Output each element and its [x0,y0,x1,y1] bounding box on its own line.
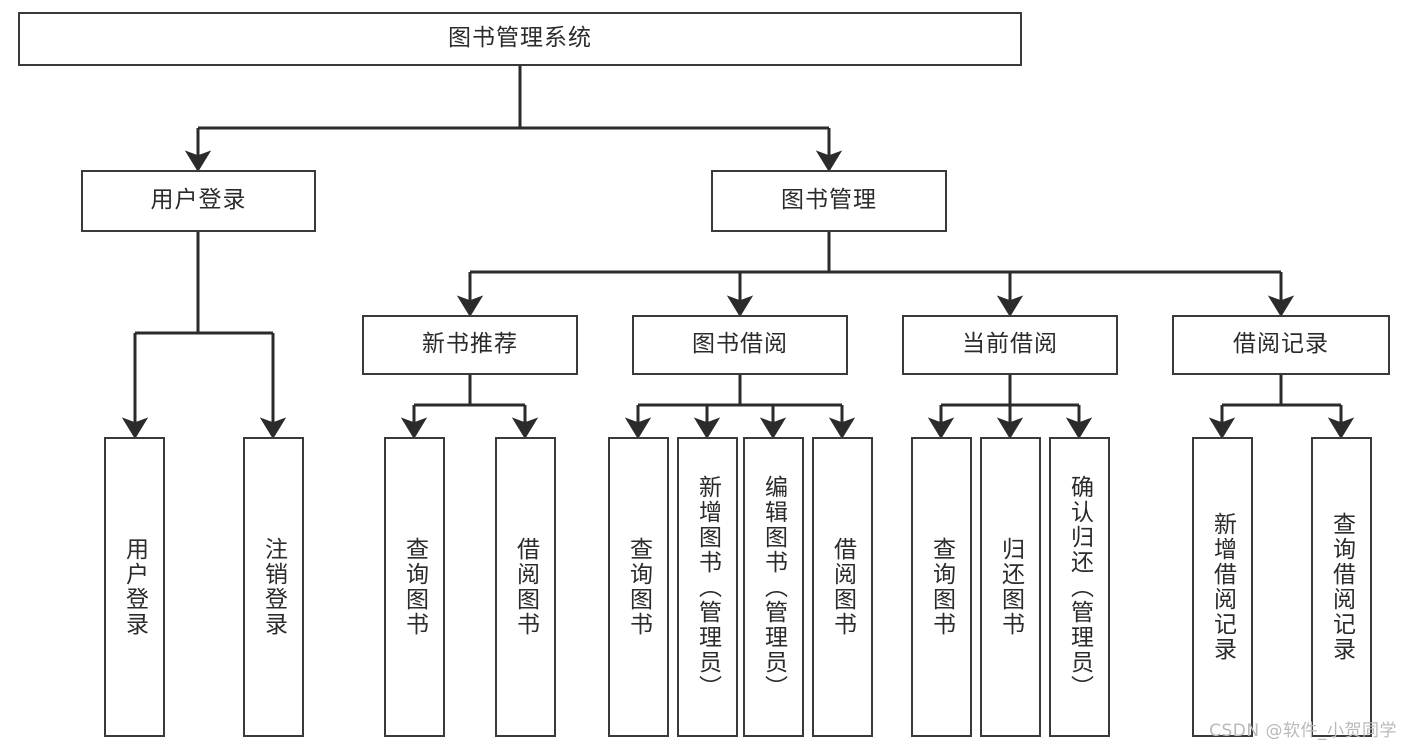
node-label: 借阅图书 [512,537,539,637]
node-label: 新增图书（管理员） [694,474,721,700]
leaf-user-login[interactable]: 用户登录 [104,437,165,737]
leaf-confirm-return-admin[interactable]: 确认归还（管理员） [1049,437,1110,737]
node-label: 查询借阅记录 [1328,512,1355,662]
node-label: 编辑图书（管理员） [760,474,787,700]
node-label: 用户登录 [150,187,247,214]
node-book-management[interactable]: 图书管理 [711,170,947,232]
node-label: 新增借阅记录 [1209,512,1236,662]
node-root-system[interactable]: 图书管理系统 [18,12,1022,66]
node-label: 查询图书 [928,537,955,637]
node-new-book-recommend[interactable]: 新书推荐 [362,315,578,375]
node-label: 借阅图书 [829,537,856,637]
node-user-login[interactable]: 用户登录 [81,170,316,232]
leaf-query-book-current[interactable]: 查询图书 [911,437,972,737]
leaf-add-book-admin[interactable]: 新增图书（管理员） [677,437,738,737]
node-label: 图书管理系统 [448,25,592,52]
node-label: 用户登录 [121,537,148,637]
node-book-borrow[interactable]: 图书借阅 [632,315,848,375]
leaf-query-book-recommend[interactable]: 查询图书 [384,437,445,737]
leaf-query-book-borrow[interactable]: 查询图书 [608,437,669,737]
leaf-logout[interactable]: 注销登录 [243,437,304,737]
leaf-edit-book-admin[interactable]: 编辑图书（管理员） [743,437,804,737]
node-label: 当前借阅 [962,331,1058,358]
node-label: 归还图书 [997,537,1024,637]
node-label: 新书推荐 [422,331,518,358]
leaf-query-borrow-record[interactable]: 查询借阅记录 [1311,437,1372,737]
node-label: 查询图书 [401,537,428,637]
watermark: CSDN @软件_小贺同学 [1209,721,1397,741]
node-label: 注销登录 [260,537,287,637]
leaf-add-borrow-record[interactable]: 新增借阅记录 [1192,437,1253,737]
node-label: 借阅记录 [1233,331,1329,358]
leaf-borrow-book-recommend[interactable]: 借阅图书 [495,437,556,737]
node-borrow-record[interactable]: 借阅记录 [1172,315,1390,375]
node-current-borrow[interactable]: 当前借阅 [902,315,1118,375]
node-label: 查询图书 [625,537,652,637]
leaf-return-book[interactable]: 归还图书 [980,437,1041,737]
leaf-borrow-book[interactable]: 借阅图书 [812,437,873,737]
node-label: 确认归还（管理员） [1066,474,1093,700]
node-label: 图书管理 [781,187,877,214]
node-label: 图书借阅 [692,331,788,358]
